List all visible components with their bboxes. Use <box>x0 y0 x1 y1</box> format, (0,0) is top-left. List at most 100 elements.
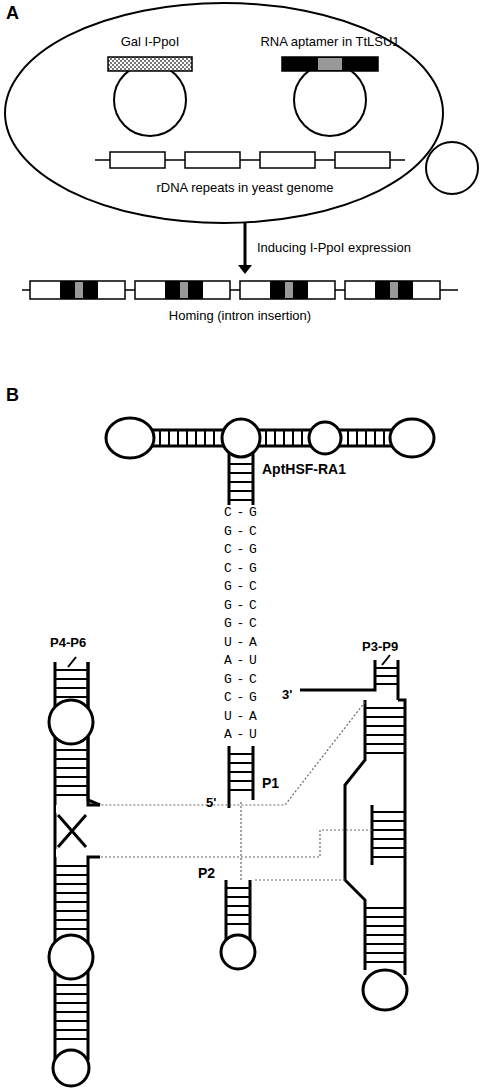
flow-arrow <box>238 222 252 274</box>
base-pair-letters: G-C <box>224 599 262 612</box>
base-pair-rung <box>55 874 88 876</box>
base-pair-rung <box>292 430 294 446</box>
base-pair-rung <box>55 776 88 778</box>
rdna-repeat <box>185 152 240 168</box>
base-pair-rung <box>229 472 253 474</box>
break-mark <box>68 657 76 667</box>
rna-loop <box>390 419 434 457</box>
base-pair-rung <box>55 919 88 921</box>
structure-label: P4-P6 <box>50 636 86 649</box>
base-pair-rung <box>55 758 88 760</box>
base-pair-rung <box>265 430 267 446</box>
base-pair-letters: C-G <box>224 562 262 575</box>
base-pair-rung <box>229 762 253 764</box>
aptamer-insert <box>75 282 83 298</box>
base-pair-rung <box>365 743 405 745</box>
base-pair-rung <box>372 811 405 813</box>
arrow-head <box>238 265 252 274</box>
base-pair-rung <box>229 789 253 791</box>
rna-strand <box>345 700 365 970</box>
base-pair-rung <box>226 887 250 889</box>
base-pair-rung <box>372 820 405 822</box>
base-pair-rung <box>372 838 405 840</box>
structure-label: 5' <box>206 796 216 809</box>
base-pair-rung <box>356 430 358 446</box>
base-pair-rung <box>372 856 405 858</box>
base-pair-rung <box>55 865 88 867</box>
base-pair-rung <box>229 490 253 492</box>
node-label: RNA aptamer in TtLSU1 <box>245 34 415 49</box>
base-pair-rung <box>55 901 88 903</box>
gap-mask <box>56 805 86 813</box>
base-pair-rung <box>55 1038 88 1040</box>
base-pair-letters: G-C <box>224 580 262 593</box>
base-pair-rung <box>55 678 88 680</box>
intron-insert <box>375 281 413 299</box>
base-pair-letters: C-G <box>224 506 262 519</box>
base-pair-rung <box>365 707 405 709</box>
base-pair-rung <box>55 928 88 930</box>
base-pair-rung <box>55 1020 88 1022</box>
rna-strand <box>300 660 375 690</box>
break-mark <box>382 655 390 665</box>
base-pair-rung <box>168 430 170 446</box>
base-pair-rung <box>365 925 405 927</box>
node-label: Gal I-PpoI <box>100 34 200 49</box>
panel-letter: B <box>6 386 19 404</box>
base-pair-rung <box>55 883 88 885</box>
base-pair-rung <box>226 923 250 925</box>
rna-loop <box>106 418 154 458</box>
base-pair-rung <box>229 499 253 501</box>
structure-label: 3' <box>282 688 292 701</box>
homed-chromosome: Homing (intron insertion) <box>20 274 460 336</box>
tertiary-contacts <box>100 702 372 880</box>
base-pair-rung <box>213 430 215 446</box>
arrow-shaft <box>244 222 247 265</box>
base-pair-rung <box>55 1011 88 1013</box>
base-pair-rung <box>55 687 88 689</box>
base-pair-rung <box>365 934 405 936</box>
aptamer-insert <box>285 282 293 298</box>
base-pair-rung <box>274 430 276 446</box>
rdna-repeat <box>30 281 125 299</box>
base-pair-rung <box>283 430 285 446</box>
base-pair-letters: U-A <box>224 636 262 649</box>
base-pair-rung <box>365 961 405 963</box>
plasmid-circle <box>114 64 186 136</box>
base-pair-rung <box>365 734 405 736</box>
rna-loop <box>363 970 407 1010</box>
rna-strand <box>397 660 400 700</box>
base-pair-rung <box>55 993 88 995</box>
rna-loop <box>53 1050 89 1086</box>
base-pair-letters: G-C <box>224 617 262 630</box>
yeast-cell: Gal I-PpoI RNA aptamer in TtLSU1 rDNA repe… <box>4 2 444 224</box>
intron-insert <box>165 281 203 299</box>
node-label: rDNA repeats in yeast genome <box>125 180 365 195</box>
base-pair-rung <box>229 780 253 782</box>
base-pair-rung <box>365 907 405 909</box>
base-pair-rung <box>55 1002 88 1004</box>
base-pair-rung <box>229 463 253 465</box>
homed-repeats <box>30 281 440 299</box>
base-pair-rung <box>226 914 250 916</box>
arrow-label: Inducing I-PpoI expression <box>257 240 411 255</box>
base-pair-rung <box>365 952 405 954</box>
rna-loop <box>221 935 255 969</box>
crossing-strand <box>58 815 86 847</box>
base-pair-rung <box>55 767 88 769</box>
base-pair-letters: C-G <box>224 691 262 704</box>
base-pair-letters: G-C <box>224 525 262 538</box>
base-pair-rung <box>365 430 367 446</box>
crossing-strand <box>58 815 86 847</box>
base-pair-rung <box>226 896 250 898</box>
rna-loop <box>49 700 93 744</box>
base-pair-rung <box>383 430 385 446</box>
panel-letter: A <box>6 4 19 22</box>
intron-cassette <box>282 57 378 71</box>
aptamer-insert <box>390 282 398 298</box>
rdna-repeat <box>345 281 440 299</box>
intron-insert <box>60 281 98 299</box>
rna-loop <box>49 935 93 979</box>
cell-membrane <box>5 3 443 223</box>
